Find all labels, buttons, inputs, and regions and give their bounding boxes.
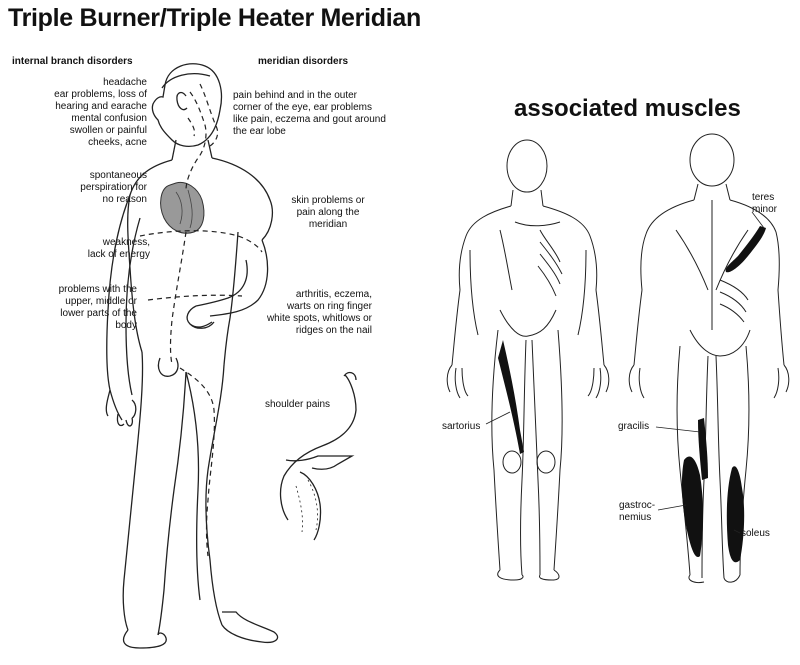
back-anatomy-figure <box>628 133 790 583</box>
shoulder-inset <box>279 371 357 541</box>
gracilis-label: gracilis <box>618 421 650 432</box>
sartorius-muscle <box>498 340 524 454</box>
soleus-label: soleus <box>741 528 770 539</box>
meridian-path <box>139 83 263 557</box>
arthritis-label: arthritis, eczema, warts on ring finger … <box>266 289 372 336</box>
teres-minor-muscle <box>725 226 766 273</box>
gastrocnemius-muscle <box>681 456 703 558</box>
perspiration-label: spontaneous perspiration for no reason <box>80 170 147 205</box>
meridian-disorders-heading: meridian disorders <box>258 56 349 67</box>
gastrocnemius-label: gastroc- nemius <box>619 500 656 523</box>
front-anatomy-figure <box>446 139 610 581</box>
diagram-title: Triple Burner/Triple Heater Meridian <box>8 4 421 32</box>
internal-disorders-heading: internal branch disorders <box>12 56 133 67</box>
head-disorders-label: headache ear problems, loss of hearing a… <box>54 77 147 148</box>
sartorius-label: sartorius <box>442 421 481 432</box>
weakness-label: weakness, lack of energy <box>87 237 150 260</box>
walking-figure <box>105 63 279 649</box>
eye-ear-label: pain behind and in the outer corner of t… <box>233 90 386 137</box>
gracilis-muscle <box>698 418 708 480</box>
teres-minor-label: teres minor <box>752 192 778 215</box>
skin-problems-label: skin problems or pain along the meridian <box>291 195 365 230</box>
soleus-muscle <box>726 466 745 563</box>
shoulder-pains-label: shoulder pains <box>265 399 331 410</box>
associated-muscles-heading: associated muscles <box>514 95 741 122</box>
